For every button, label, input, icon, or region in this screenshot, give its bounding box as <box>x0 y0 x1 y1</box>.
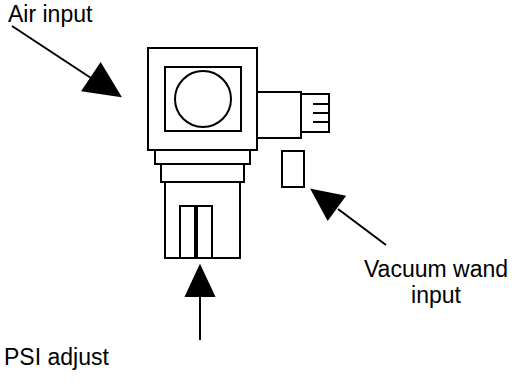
vacuum-nozzle <box>282 151 304 187</box>
fitting-ring <box>313 121 329 123</box>
arrow-head <box>186 266 214 296</box>
fitting-end <box>301 94 329 132</box>
leader-line <box>199 294 201 340</box>
callout-label: PSI adjust <box>4 344 109 370</box>
callout-label: Air input <box>8 1 92 27</box>
fitting-ring <box>313 103 329 105</box>
regulator-neck <box>161 164 244 182</box>
arrow-head <box>312 190 344 219</box>
valve-face <box>165 67 241 131</box>
knob-grip <box>180 206 212 258</box>
regulator-collar <box>155 150 250 164</box>
callout-label: Vacuum wand input <box>352 256 520 309</box>
psi-knob <box>165 182 240 258</box>
leader-line <box>12 26 94 80</box>
side-fitting <box>257 92 301 138</box>
fitting-ring <box>313 112 329 114</box>
valve-port <box>175 71 231 127</box>
arrow-head <box>83 64 120 96</box>
valve-body <box>148 48 257 150</box>
leader-line <box>338 209 386 245</box>
